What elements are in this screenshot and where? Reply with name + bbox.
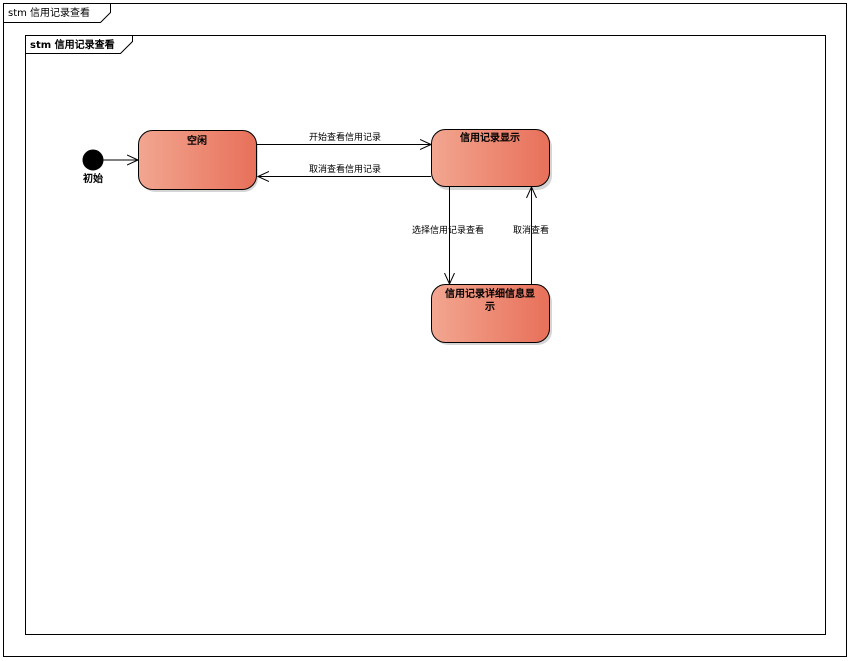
transition-cancel-view-record-label: 取消查看信用记录 — [309, 163, 381, 175]
state-idle[interactable]: 空闲 — [138, 130, 259, 193]
outer-frame-title: stm 信用记录查看 — [8, 6, 90, 19]
inner-frame-title: stm 信用记录查看 — [30, 38, 115, 51]
state-detail-label-line2: 示 — [485, 301, 495, 313]
transition-cancel-view-label: 取消查看 — [513, 224, 549, 236]
initial-node-label: 初始 — [83, 172, 103, 185]
state-credit-record-detail-display[interactable]: 信用记录详细信息显 示 — [431, 284, 553, 346]
inner-frame: stm 信用记录查看 — [25, 35, 826, 635]
transition-start-view-label: 开始查看信用记录 — [309, 131, 381, 143]
state-detail-label-line1: 信用记录详细信息显 — [445, 287, 535, 300]
transition-select-view-label: 选择信用记录查看 — [412, 224, 484, 236]
initial-node[interactable]: 初始 — [82, 149, 104, 185]
state-display-label: 信用记录显示 — [460, 131, 520, 144]
state-idle-label: 空闲 — [187, 134, 207, 147]
state-credit-record-display[interactable]: 信用记录显示 — [431, 129, 553, 191]
